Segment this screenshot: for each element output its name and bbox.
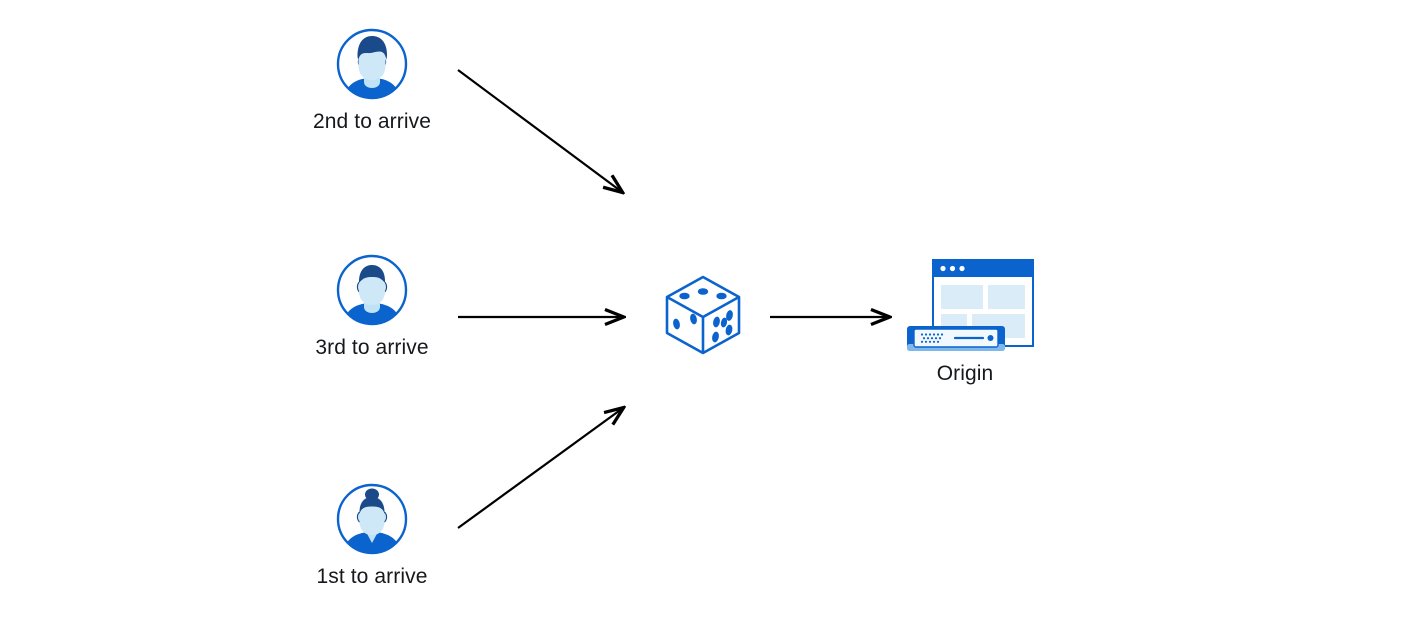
node-client-2nd[interactable]: 2nd to arrive [313,26,431,133]
server-device-icon [907,326,1005,351]
node-label-client-1st: 1st to arrive [316,565,428,588]
node-client-1st[interactable]: 1st to arrive [316,481,427,588]
node-client-3rd[interactable]: 3rd to arrive [315,252,429,359]
user-avatar-icon [336,483,408,555]
node-label-client-3rd: 3rd to arrive [315,336,429,359]
node-label-origin: Origin [936,362,994,385]
dice-icon [665,275,741,355]
user-avatar-icon [336,28,408,100]
user-avatar-icon [336,254,408,326]
origin-server-icon [907,259,1034,351]
node-randomizer[interactable] [660,272,746,358]
arrow-2nd-to-dice [457,69,622,192]
node-origin[interactable]: Origin [905,258,1034,385]
node-label-client-2nd: 2nd to arrive [312,110,432,133]
arrow-1st-to-dice [457,408,623,529]
